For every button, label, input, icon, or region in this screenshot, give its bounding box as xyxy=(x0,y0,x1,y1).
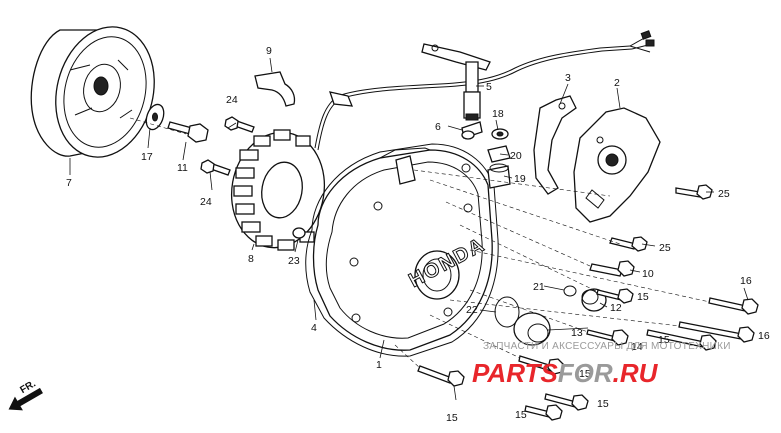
cover-bolts-long xyxy=(417,288,759,421)
wire-harness-part xyxy=(314,30,655,151)
pulse-rotor-plate-part xyxy=(533,95,577,195)
callout-7: 7 xyxy=(66,177,72,189)
callout-16a: 16 xyxy=(740,275,752,287)
callout-23: 23 xyxy=(288,255,300,267)
dowel-pin-part xyxy=(292,227,306,239)
watermark-brand-part2: FOR xyxy=(558,358,613,388)
sensor-cover-part xyxy=(573,107,661,223)
callout-15f: 15 xyxy=(446,412,458,424)
callout-22: 22 xyxy=(466,304,478,316)
callout-17: 17 xyxy=(141,151,153,163)
callout-24b: 24 xyxy=(200,196,212,208)
callout-10: 10 xyxy=(642,268,654,280)
callout-8: 8 xyxy=(248,253,254,265)
watermark-brand-part1: PARTS xyxy=(472,358,558,388)
o-ring-small-part xyxy=(563,285,577,297)
watermark: ЗАПЧАСТИ И АКСЕССУАРЫ ДЛЯ МОТОТЕХНИКИ PA… xyxy=(472,341,731,388)
callout-11: 11 xyxy=(177,162,188,174)
callout-9: 9 xyxy=(266,45,272,57)
callout-2: 2 xyxy=(614,77,620,89)
leader-lines xyxy=(69,57,749,401)
callout-16b: 16 xyxy=(758,330,770,342)
watermark-tagline: ЗАПЧАСТИ И АКСЕССУАРЫ ДЛЯ МОТОТЕХНИКИ xyxy=(483,341,731,352)
callout-25a: 25 xyxy=(718,188,730,200)
callout-21: 21 xyxy=(533,281,545,293)
wire-clamp-part xyxy=(254,71,296,107)
callout-14: 14 xyxy=(631,341,643,353)
pulse-generator-parts xyxy=(461,121,511,189)
cover-gasket-part xyxy=(305,143,499,357)
flywheel-part xyxy=(30,26,155,158)
cover-bolt-upper xyxy=(675,184,713,200)
left-crankcase-cover-part: HONDA xyxy=(312,147,493,351)
callout-15d: 15 xyxy=(597,398,609,410)
alignment-lines xyxy=(129,117,711,369)
callout-18: 18 xyxy=(492,108,504,120)
stator-bolt-upper xyxy=(224,116,255,133)
callout-15e: 15 xyxy=(515,409,527,421)
callout-15b: 15 xyxy=(658,334,670,346)
callout-25b: 25 xyxy=(659,242,671,254)
callout-15c: 15 xyxy=(579,368,591,380)
callout-24a: 24 xyxy=(226,94,238,106)
crank-hole-cap-part xyxy=(513,312,551,346)
callout-20: 20 xyxy=(510,150,522,162)
callout-19: 19 xyxy=(514,173,526,185)
cover-bolt-10 xyxy=(589,260,635,277)
watermark-brand: PARTSFOR.RU xyxy=(472,358,659,388)
front-direction-arrow: FR. xyxy=(8,378,43,411)
callout-4: 4 xyxy=(311,322,317,334)
watermark-brand-part3: .RU xyxy=(613,358,659,388)
callout-6: 6 xyxy=(435,121,441,133)
stator-bolt-lower xyxy=(200,159,231,176)
flywheel-bolt-part xyxy=(167,121,209,143)
callout-labels: 1 2 3 4 5 6 7 8 9 10 11 12 13 14 15 15 1… xyxy=(66,45,770,424)
callout-13: 13 xyxy=(571,327,583,339)
callout-12: 12 xyxy=(610,302,622,314)
callout-5: 5 xyxy=(486,81,492,93)
callout-3: 3 xyxy=(565,72,571,84)
callout-1: 1 xyxy=(376,359,382,371)
cover-bolt-lower xyxy=(609,236,648,252)
stator-part xyxy=(230,129,326,251)
callout-15a: 15 xyxy=(637,291,649,303)
